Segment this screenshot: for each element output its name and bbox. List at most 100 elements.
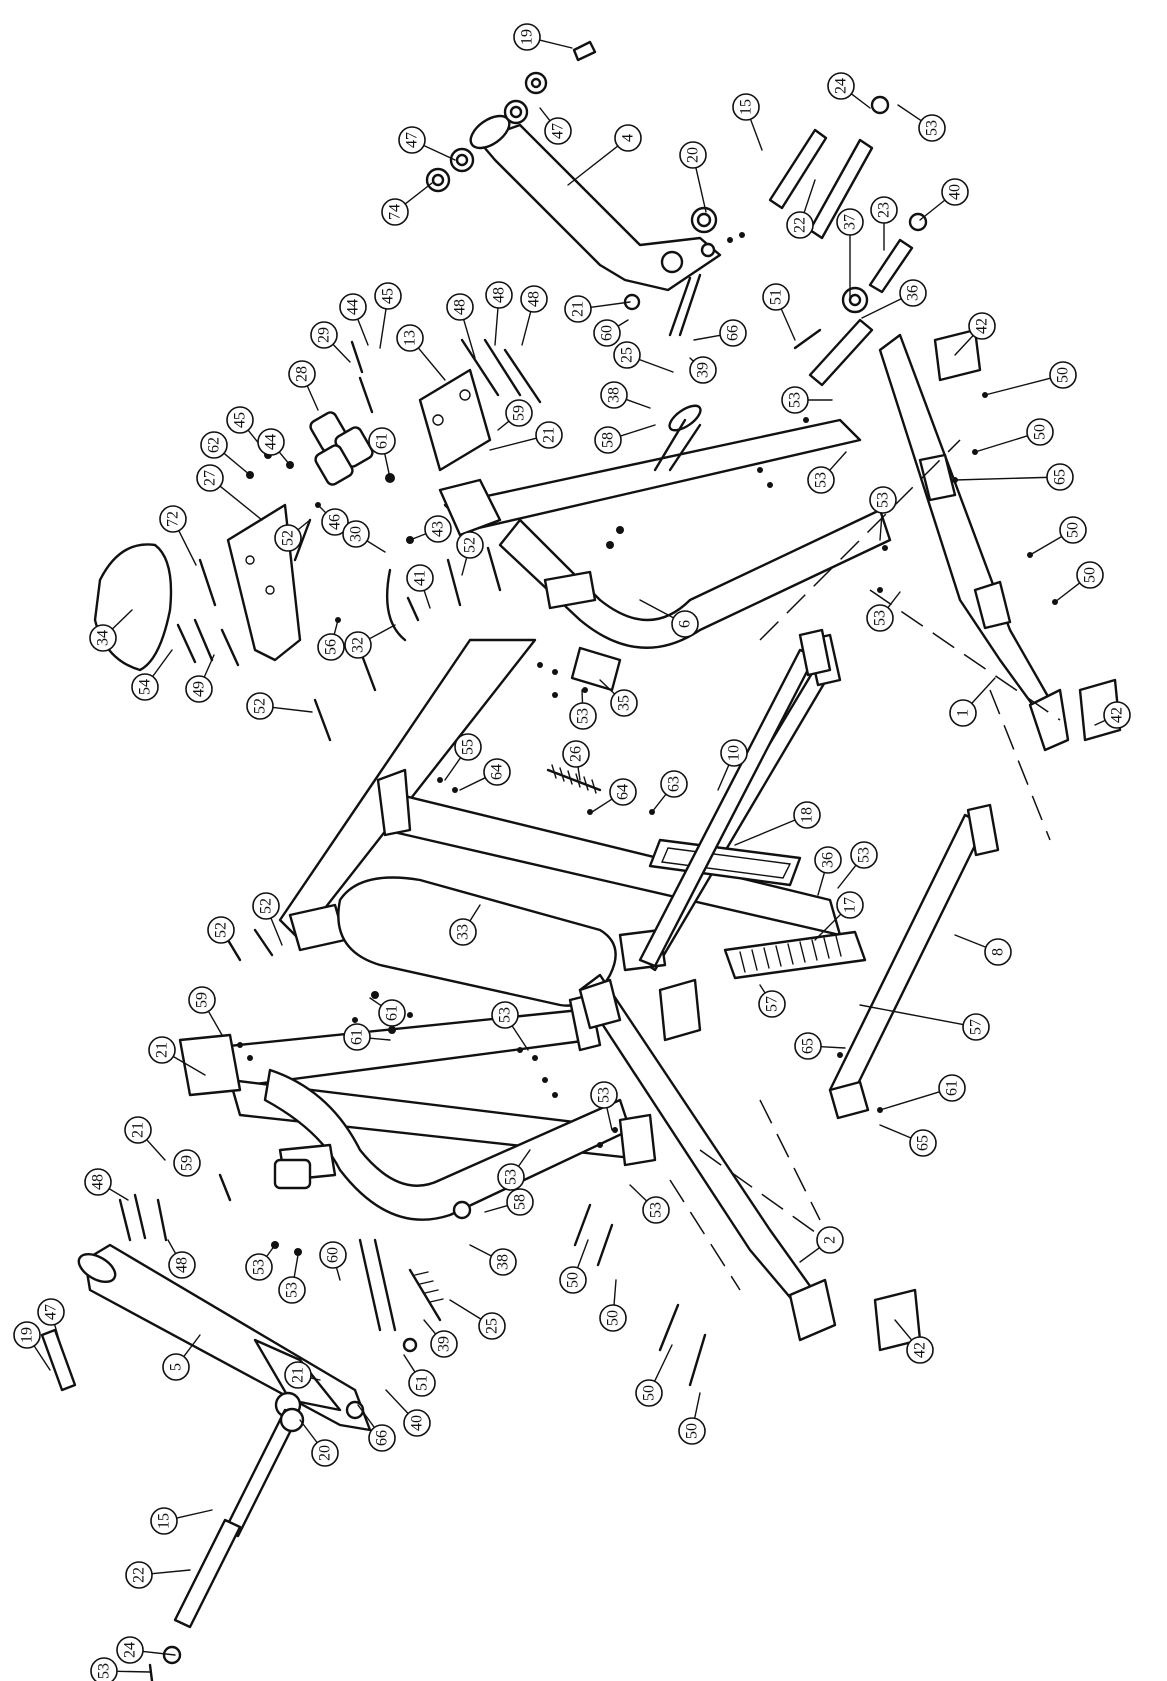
part-callout-6: 6 [671, 610, 699, 638]
callout-circle [343, 1023, 371, 1051]
callout-number: 42 [974, 318, 991, 334]
callout-circle [368, 427, 396, 455]
callout-number: 22 [792, 217, 809, 233]
callout-number: 59 [194, 992, 211, 1008]
part-callout-1: 1 [949, 699, 977, 727]
callout-number: 47 [404, 132, 421, 148]
callout-number: 15 [156, 1513, 173, 1529]
part-callout-54: 54 [131, 673, 159, 701]
callout-number: 66 [374, 1430, 391, 1446]
callout-circle [869, 486, 897, 514]
callout-circle [909, 1129, 937, 1157]
callout-circle [535, 421, 563, 449]
leader-line [167, 1239, 177, 1255]
part-18-plate [648, 838, 802, 887]
leader-line [489, 437, 538, 451]
leader-line [861, 298, 903, 319]
callout-circle [378, 999, 406, 1027]
part-callout-52: 52 [207, 916, 235, 944]
tubes-top [768, 95, 928, 387]
callout-circle [162, 1353, 190, 1381]
leader-line [299, 1419, 318, 1444]
leader-line [111, 609, 133, 630]
leader-line [567, 145, 619, 186]
leader-line [521, 310, 532, 346]
callout-circle [446, 293, 474, 321]
leader-line [366, 540, 386, 553]
callout-circle [284, 1361, 312, 1389]
part-callout-52: 52 [274, 524, 302, 552]
part-callout-34: 34 [89, 624, 117, 652]
callout-number: 19 [519, 29, 536, 45]
part-callout-2: 2 [816, 1226, 844, 1254]
part-callout-40: 40 [941, 178, 969, 206]
callout-circle [513, 23, 541, 51]
part-callout-15: 15 [150, 1507, 178, 1535]
leader-line [599, 679, 616, 695]
callout-number: 39 [436, 1336, 453, 1352]
part-callout-4: 4 [614, 124, 642, 152]
part-callout-44: 44 [339, 293, 367, 321]
callout-number: 50 [605, 1310, 622, 1326]
leader-line [625, 398, 651, 409]
callout-circle [816, 1226, 844, 1254]
callout-number: 59 [511, 405, 528, 421]
leader-line [272, 706, 313, 713]
part-callout-17: 17 [836, 891, 864, 919]
callout-number: 52 [280, 530, 297, 546]
callout-number: 49 [191, 681, 208, 697]
callout-number: 39 [695, 362, 712, 378]
leader-line [203, 654, 215, 678]
leader-line [219, 485, 263, 521]
callout-number: 65 [800, 1038, 817, 1054]
part-callout-72: 72 [159, 505, 187, 533]
callout-number: 22 [131, 1567, 148, 1583]
callout-number: 61 [374, 433, 391, 449]
leader-line [469, 1244, 493, 1257]
part-callout-53: 53 [590, 1081, 618, 1109]
callout-circle [1049, 361, 1077, 389]
callout-circle [252, 892, 280, 920]
callout-number: 8 [990, 948, 1007, 956]
callout-number: 32 [350, 637, 367, 653]
callout-number: 48 [491, 287, 508, 303]
part-callout-32: 32 [344, 631, 372, 659]
callout-number: 38 [606, 387, 623, 403]
part-callout-48: 48 [446, 293, 474, 321]
part-callout-41: 41 [406, 564, 434, 592]
callout-number: 40 [409, 1415, 426, 1431]
callout-circle [317, 633, 345, 661]
leader-line [695, 166, 707, 213]
part-callout-24: 24 [827, 72, 855, 100]
leader-line [749, 118, 763, 151]
part-callout-19: 19 [513, 23, 541, 51]
callout-circle [1103, 701, 1131, 729]
part-callout-43: 43 [424, 515, 452, 543]
callout-circle [814, 846, 842, 874]
callout-number: 19 [19, 1327, 36, 1343]
leader-line [423, 1319, 437, 1335]
callout-circle [116, 1636, 144, 1664]
part-callout-65: 65 [794, 1032, 822, 1060]
leader-line [142, 1650, 176, 1656]
part-callout-53: 53 [569, 702, 597, 730]
callout-number: 27 [202, 470, 219, 486]
callout-circle [635, 1379, 663, 1407]
leader-line [974, 435, 1029, 453]
callout-circle [381, 198, 409, 226]
callout-number: 21 [130, 1122, 147, 1138]
leader-line [151, 649, 173, 678]
callout-number: 51 [768, 289, 785, 305]
callout-number: 48 [526, 291, 543, 307]
part-callout-15: 15 [732, 93, 760, 121]
callout-circle [836, 891, 864, 919]
callout-number: 25 [484, 1318, 501, 1334]
part-callout-44: 44 [257, 428, 285, 456]
callout-number: 5 [168, 1363, 185, 1371]
part-callout-66: 66 [368, 1424, 396, 1452]
callout-circle [613, 341, 641, 369]
callout-number: 53 [924, 120, 941, 136]
callout-circle [321, 508, 349, 536]
callout-number: 15 [738, 99, 755, 115]
